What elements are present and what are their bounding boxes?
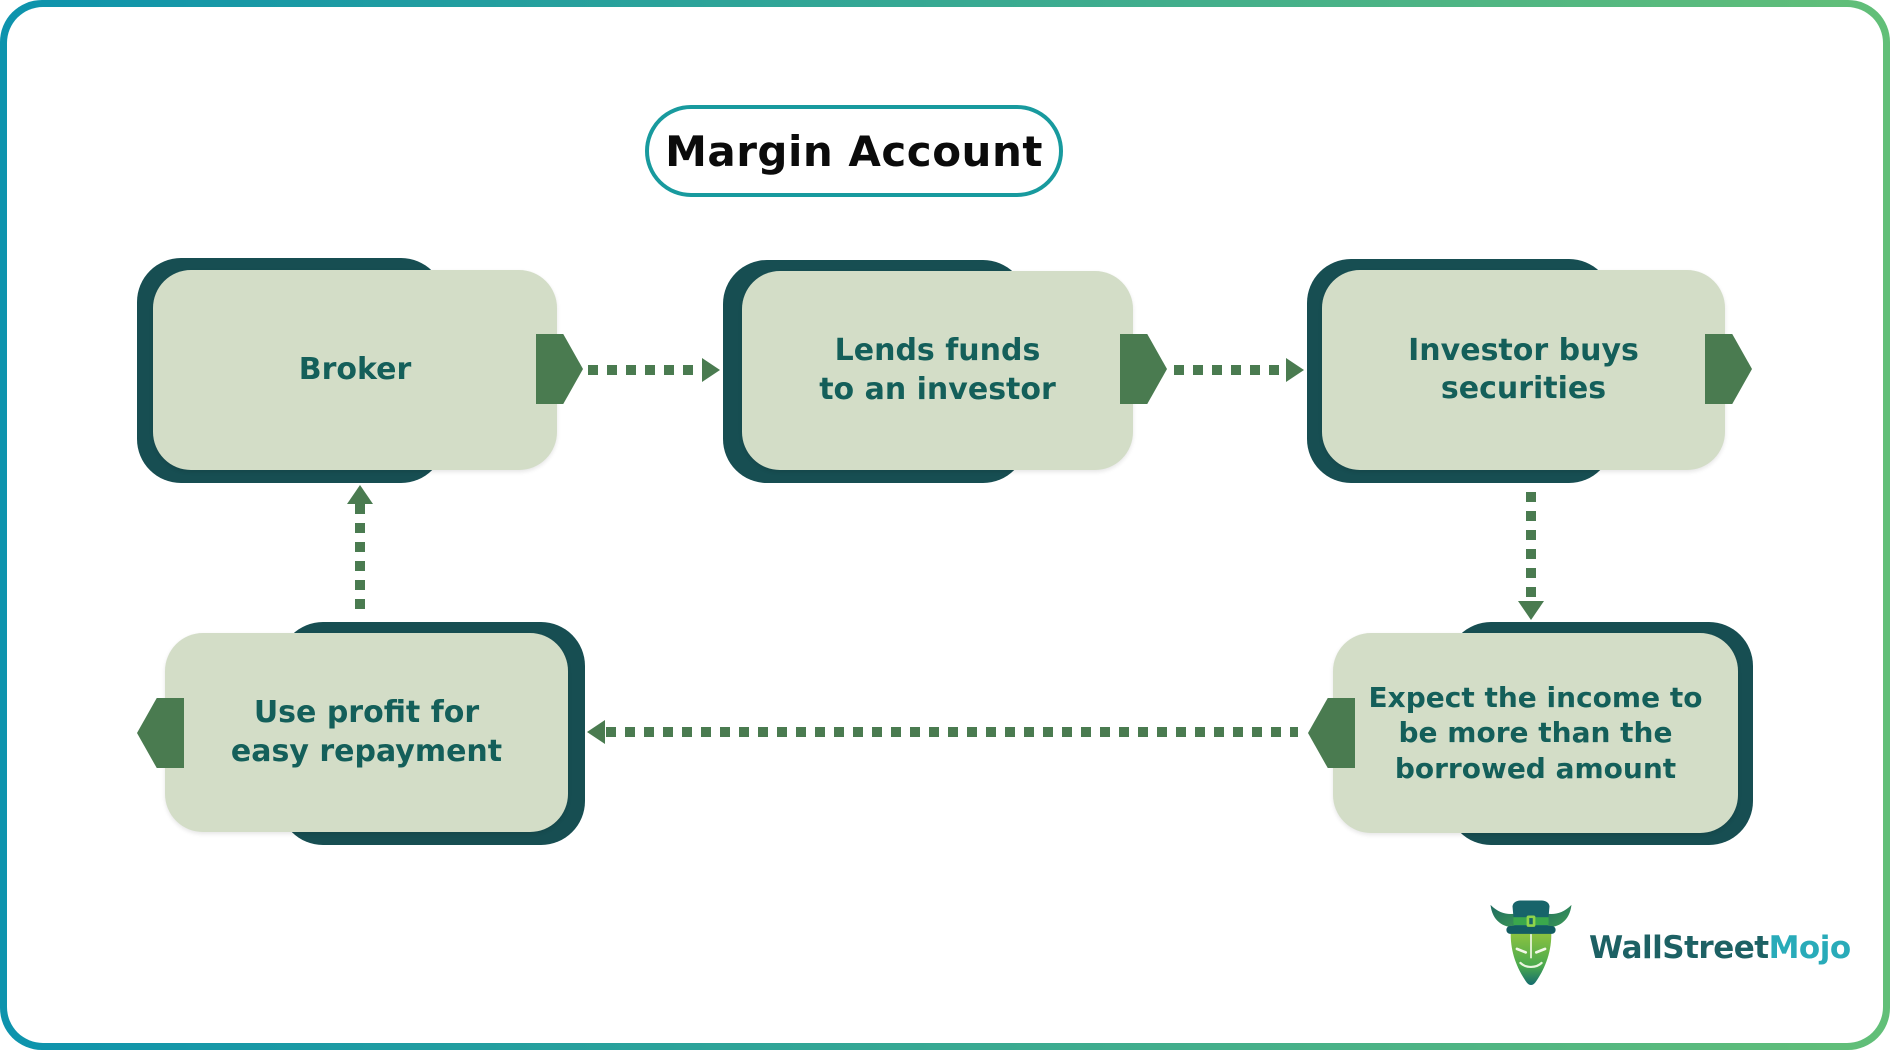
node-investor-buys-box: Investor buys securities <box>1322 270 1725 470</box>
logo-text-secondary: Mojo <box>1768 930 1852 966</box>
edge-useprofit-to-broker-dotted-line <box>355 504 365 616</box>
arrowhead-down-icon <box>1518 601 1544 620</box>
edge-expect-to-useprofit-dotted-line <box>606 727 1298 737</box>
logo-text-primary: WallStreet <box>1589 930 1769 966</box>
title-pill: Margin Account <box>645 105 1063 197</box>
arrowhead-left-icon <box>587 720 605 744</box>
wallstreetmojo-wordmark: WallStreetMojo <box>1589 930 1851 966</box>
node-expect-income-box: Expect the income to be more than the bo… <box>1333 633 1738 833</box>
wallstreetmojo-logo: WallStreetMojo <box>1487 897 1851 999</box>
node-broker-box: Broker <box>153 270 557 470</box>
page-title: Margin Account <box>665 126 1043 176</box>
node-investor-buys-label: Investor buys securities <box>1408 332 1639 406</box>
node-lends-funds-label: Lends funds to an investor <box>819 333 1056 407</box>
node-lends-funds-box: Lends funds to an investor <box>742 271 1133 470</box>
edge-investor-to-expect-dotted-line <box>1526 492 1536 598</box>
edge-broker-to-lends-dotted-line <box>588 365 700 375</box>
arrowhead-right-icon <box>702 358 720 382</box>
node-expect-income-label: Expect the income to be more than the bo… <box>1368 680 1703 785</box>
edge-lends-to-investor-dotted-line <box>1174 365 1284 375</box>
bull-mascot-icon <box>1490 900 1572 985</box>
node-use-profit-box: Use profit for easy repayment <box>165 633 568 832</box>
node-broker-label: Broker <box>298 351 412 387</box>
arrowhead-right-icon <box>1286 358 1304 382</box>
node-use-profit-label: Use profit for easy repayment <box>230 695 503 769</box>
arrowhead-up-icon <box>347 485 373 504</box>
